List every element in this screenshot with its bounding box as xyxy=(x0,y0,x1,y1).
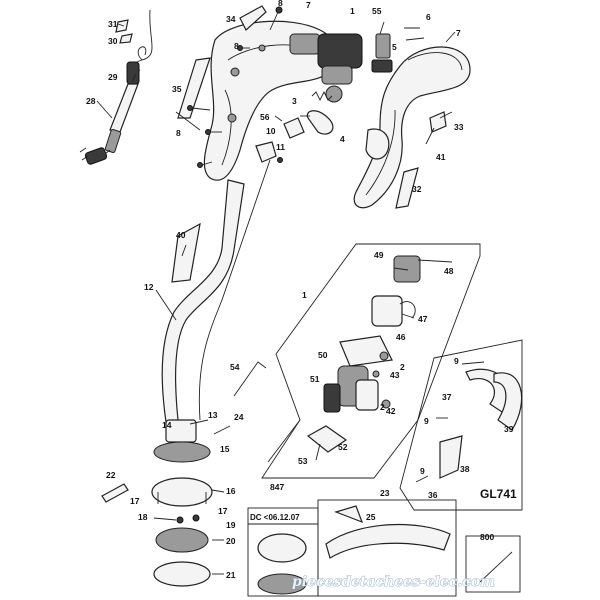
label-29: 29 xyxy=(108,72,118,82)
label-49: 49 xyxy=(374,250,384,260)
watermark: piecesdetachees-elec.com xyxy=(292,574,495,590)
label-2-upper: 2 xyxy=(400,362,405,372)
model-label: GL741 xyxy=(480,487,517,501)
part-40-label xyxy=(171,222,201,283)
label-5: 5 xyxy=(392,42,397,52)
label-3: 3 xyxy=(292,96,297,106)
cord-clip-30-31 xyxy=(115,19,133,44)
part-33-clip xyxy=(429,111,447,133)
part-4-loop xyxy=(306,110,334,135)
part-6 xyxy=(404,27,425,41)
screws-8 xyxy=(187,6,283,168)
label-14: 14 xyxy=(162,420,172,430)
label-52: 52 xyxy=(338,442,348,452)
spool-head xyxy=(101,419,231,587)
label-25: 25 xyxy=(366,512,376,522)
label-7-right: 7 xyxy=(456,28,461,38)
label-10: 10 xyxy=(266,126,276,136)
label-8-left: 8 xyxy=(176,128,181,138)
label-21: 21 xyxy=(226,570,236,580)
label-847: 847 xyxy=(270,482,284,492)
label-6: 6 xyxy=(426,12,431,22)
guard-box xyxy=(399,339,523,511)
housing-right xyxy=(353,46,471,209)
label-46: 46 xyxy=(396,332,406,342)
label-42: 42 xyxy=(386,406,396,416)
label-51: 51 xyxy=(310,374,320,384)
label-15: 15 xyxy=(220,444,230,454)
label-34: 34 xyxy=(226,14,236,24)
label-20: 20 xyxy=(226,536,236,546)
housing-left xyxy=(203,20,340,181)
label-23: 23 xyxy=(380,488,390,498)
label-9-mid: 9 xyxy=(424,416,429,426)
label-36: 36 xyxy=(428,490,438,500)
label-32: 32 xyxy=(412,184,422,194)
label-17-left: 17 xyxy=(130,496,140,506)
label-48: 48 xyxy=(444,266,454,276)
label-19: 19 xyxy=(226,520,236,530)
leader-lines xyxy=(96,21,456,575)
label-2-lower: 2 xyxy=(380,402,385,412)
label-40: 40 xyxy=(176,230,186,240)
label-4: 4 xyxy=(340,134,345,144)
label-9-bottom: 9 xyxy=(420,466,425,476)
part-labels: 31 30 29 28 34 8 7 1 55 6 7 8 5 35 3 56 … xyxy=(86,0,514,580)
label-31: 31 xyxy=(108,19,118,29)
label-18: 18 xyxy=(138,512,148,522)
part-56-part-10-11 xyxy=(255,117,305,163)
label-9-top: 9 xyxy=(454,356,459,366)
label-35: 35 xyxy=(172,84,182,94)
spool-cover-box-847 xyxy=(247,507,319,597)
label-41: 41 xyxy=(436,152,446,162)
dc-date-note: DC <06.12.07 xyxy=(250,513,300,522)
label-43: 43 xyxy=(390,370,400,380)
label-1-top: 1 xyxy=(350,6,355,16)
label-54: 54 xyxy=(230,362,240,372)
label-28: 28 xyxy=(86,96,96,106)
part-35-strip xyxy=(177,57,211,119)
label-30: 30 xyxy=(108,36,118,46)
label-50: 50 xyxy=(318,350,328,360)
part-34-shield xyxy=(239,5,267,31)
label-56: 56 xyxy=(260,112,270,122)
label-1-box: 1 xyxy=(302,290,307,300)
label-38: 38 xyxy=(460,464,470,474)
shaft-12 xyxy=(161,159,271,423)
label-47: 47 xyxy=(418,314,428,324)
label-53: 53 xyxy=(298,456,308,466)
label-39: 39 xyxy=(504,424,514,434)
label-22: 22 xyxy=(106,470,116,480)
label-8-mid: 8 xyxy=(234,41,239,51)
guard-parts xyxy=(415,361,523,483)
label-800: 800 xyxy=(480,532,494,542)
power-cord xyxy=(79,9,153,165)
label-11: 11 xyxy=(276,142,285,152)
label-37: 37 xyxy=(442,392,452,402)
label-13: 13 xyxy=(208,410,218,420)
part-54-key xyxy=(233,361,267,397)
motor-top xyxy=(317,33,363,103)
label-17-right: 17 xyxy=(218,506,228,516)
label-7-left: 7 xyxy=(306,0,311,10)
guard-box-23 xyxy=(317,499,457,597)
motor-parts xyxy=(306,255,453,453)
label-55: 55 xyxy=(372,6,382,16)
part-32-plate xyxy=(395,167,419,209)
part-800 xyxy=(465,535,521,593)
label-33: 33 xyxy=(454,122,464,132)
label-16: 16 xyxy=(226,486,236,496)
spring-3 xyxy=(311,90,333,102)
label-8-top: 8 xyxy=(278,0,283,8)
switch-5 xyxy=(371,33,393,73)
label-24: 24 xyxy=(234,412,244,422)
label-12: 12 xyxy=(144,282,154,292)
